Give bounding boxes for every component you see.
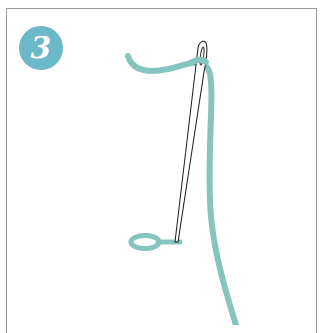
step-number: 3 xyxy=(31,34,52,64)
step-number-badge: 3 xyxy=(19,26,63,70)
needle-icon xyxy=(175,41,207,242)
knot-loop-icon xyxy=(131,236,180,249)
